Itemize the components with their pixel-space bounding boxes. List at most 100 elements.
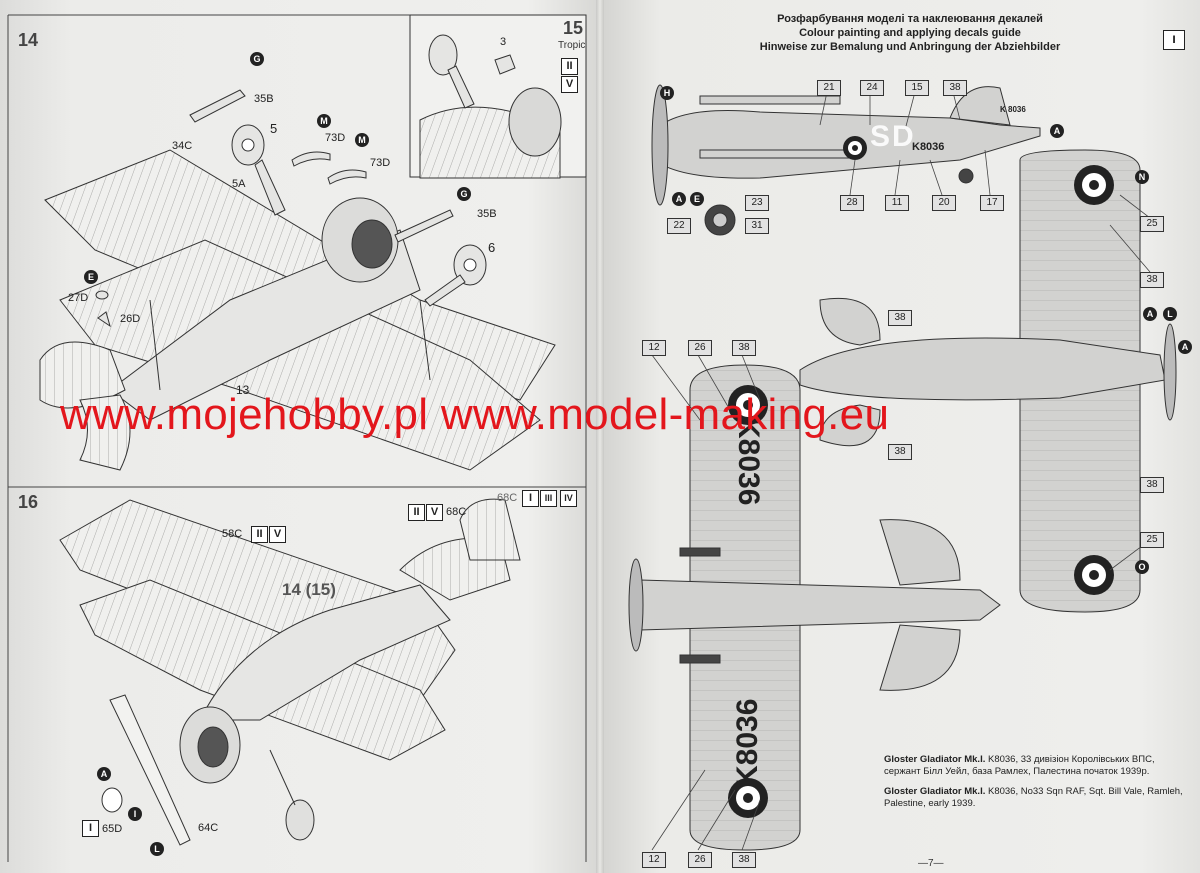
decal-11: 11: [885, 195, 909, 211]
wing-serial-bottom: K8036: [731, 698, 764, 787]
decal-15: 15: [905, 80, 929, 96]
marker-m: M: [355, 133, 369, 147]
marker-h: H: [660, 86, 674, 100]
step14-parts: [95, 89, 487, 328]
marker-a: A: [97, 767, 111, 781]
version-badge-ii: II: [251, 526, 268, 543]
squadron-codes: SD: [870, 120, 916, 153]
part-26d: 26D: [120, 313, 141, 325]
version-badge-i: I: [82, 820, 99, 837]
marker-a: A: [672, 192, 686, 206]
caption-english: Gloster Gladiator Mk.I. K8036, No33 Sqn …: [884, 786, 1184, 810]
decal-12: 12: [642, 340, 666, 356]
title-ukrainian: Розфарбування моделі та наклеювання дека…: [777, 13, 1043, 25]
decal-38: 38: [1140, 272, 1164, 288]
part-35b-right: 35B: [477, 208, 497, 220]
top-view: [799, 149, 1177, 613]
version-badge-ii: II: [408, 504, 425, 521]
decal-24: 24: [860, 80, 884, 96]
step15-inset: [409, 14, 587, 179]
decal-20: 20: [932, 195, 956, 211]
decal-26: 26: [688, 852, 712, 868]
decal-21: 21: [817, 80, 841, 96]
part-68c-b: 68C: [497, 492, 518, 504]
bottom-roundels: [728, 385, 768, 818]
step-14-number: 14: [18, 30, 39, 50]
decal-38: 38: [888, 444, 912, 460]
step-16-number: 16: [18, 492, 39, 512]
title-english: Colour painting and applying decals guid…: [799, 27, 1021, 39]
decal-25: 25: [1140, 216, 1164, 232]
step-15-note: Tropic: [558, 40, 586, 51]
version-badge-iii: III: [540, 490, 557, 507]
decal-25: 25: [1140, 532, 1164, 548]
decal-38: 38: [943, 80, 967, 96]
bottom-view: [628, 364, 1001, 851]
part-34c: 34C: [172, 140, 193, 152]
left-panel-borders: [7, 14, 587, 862]
caption-ua-text: K8036, 33 дивізіон Королівських ВПС, сер…: [884, 754, 1155, 777]
version-badge-v: V: [426, 504, 443, 521]
part-27d: 27D: [68, 292, 89, 304]
fuselage-serial: K8036: [912, 141, 945, 153]
watermark-text: www.mojehobby.pl www.model-making.eu: [60, 390, 890, 439]
decal-23: 23: [745, 195, 769, 211]
decal-17: 17: [980, 195, 1004, 211]
version-badge-i: I: [522, 490, 539, 507]
version-badge-iv: IV: [560, 490, 577, 507]
marker-e: E: [690, 192, 704, 206]
step14-aircraft: [39, 149, 556, 471]
decal-26: 26: [688, 340, 712, 356]
version-tag: I: [1163, 30, 1185, 50]
decal-38: 38: [732, 852, 756, 868]
marker-m: M: [317, 114, 331, 128]
marker-l: L: [1163, 307, 1177, 321]
marker-e: E: [84, 270, 98, 284]
part-13: 13: [236, 383, 250, 397]
part-65d: 65D: [102, 823, 123, 835]
part-58c: 58C: [222, 528, 243, 540]
header-titles: Розфарбування моделі та наклеювання дека…: [700, 12, 1120, 54]
assembly-reference: 14 (15): [282, 580, 336, 599]
leader-lines: [651, 91, 1151, 851]
part-68c-a: 68C: [446, 506, 467, 518]
side-view: [651, 84, 1041, 236]
decal-28: 28: [840, 195, 864, 211]
decal-38: 38: [732, 340, 756, 356]
part-64c: 64C: [198, 822, 219, 834]
step16-aircraft: [59, 498, 521, 846]
marker-n: N: [1135, 170, 1149, 184]
part-5: 5: [270, 121, 278, 136]
decal-38: 38: [888, 310, 912, 326]
version-badge-v: V: [269, 526, 286, 543]
decal-31: 31: [745, 218, 769, 234]
caption-ua-title: Gloster Gladiator Mk.I.: [884, 754, 986, 765]
marker-a: A: [1143, 307, 1157, 321]
marker-a: A: [1050, 124, 1064, 138]
part-3: 3: [500, 36, 507, 48]
marker-l: L: [150, 842, 164, 856]
marker-a: A: [1178, 340, 1192, 354]
decal-38: 38: [1140, 477, 1164, 493]
title-german: Hinweise zur Bemalung und Anbringung der…: [759, 41, 1061, 53]
part-73d-a: 73D: [325, 132, 346, 144]
caption-en-text: K8036, No33 Sqn RAF, Sqt. Bill Vale, Ram…: [884, 786, 1183, 809]
fin-serial: K 8036: [1000, 105, 1026, 114]
part-5a: 5A: [232, 178, 246, 190]
top-roundels: [1074, 165, 1114, 595]
page-gutter: [596, 0, 604, 873]
marker-o: O: [1135, 560, 1149, 574]
marker-i: I: [128, 807, 142, 821]
step-15-number: 15: [563, 18, 584, 38]
version-badge-v: V: [561, 76, 578, 93]
part-6: 6: [488, 240, 496, 255]
caption-ukrainian: Gloster Gladiator Mk.I. K8036, 33 дивізі…: [884, 754, 1184, 778]
decal-12: 12: [642, 852, 666, 868]
decal-22: 22: [667, 218, 691, 234]
caption-en-title: Gloster Gladiator Mk.I.: [884, 786, 986, 797]
page-number: —7—: [918, 858, 944, 869]
part-73d-b: 73D: [370, 157, 391, 169]
marker-g: G: [250, 52, 264, 66]
